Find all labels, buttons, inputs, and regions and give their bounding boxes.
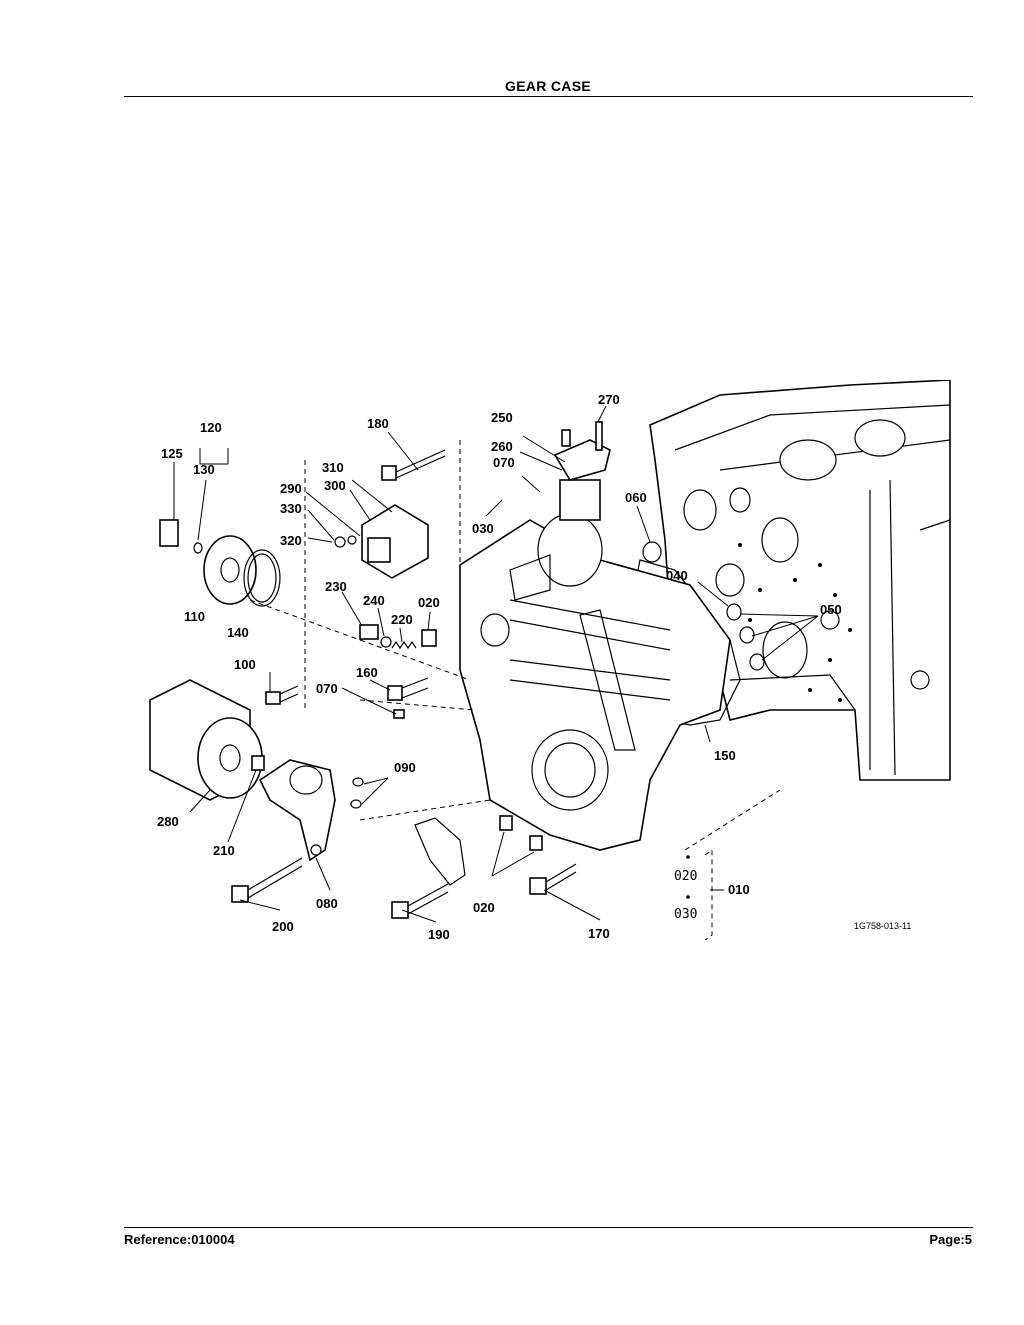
bracket-outline xyxy=(414,817,466,886)
callout-020-top: 020 xyxy=(418,595,440,610)
filter-bracket-080 xyxy=(258,759,364,862)
drawing-code: 1G758-013-11 xyxy=(854,921,911,931)
part-230 xyxy=(359,624,379,640)
exploded-parts-diagram: 270 250 260 070 060 120 125 130 180 310 … xyxy=(149,380,951,942)
callout-125: 125 xyxy=(161,446,183,461)
page-number: Page:5 xyxy=(929,1232,972,1247)
ball-240 xyxy=(380,636,392,648)
callout-170: 170 xyxy=(588,926,610,941)
callout-060: 060 xyxy=(625,490,647,505)
callout-080: 080 xyxy=(316,896,338,911)
callout-160: 160 xyxy=(356,665,378,680)
bolt-100 xyxy=(265,691,281,705)
bolt-180 xyxy=(381,449,446,481)
page-title: GEAR CASE xyxy=(505,78,591,94)
callout-040: 040 xyxy=(666,568,688,583)
plug-020-b xyxy=(529,835,543,851)
oil-filter-280 xyxy=(149,679,265,801)
callout-330: 330 xyxy=(280,501,302,516)
callout-140: 140 xyxy=(227,625,249,640)
callout-290: 290 xyxy=(280,481,302,496)
header-rule xyxy=(124,96,973,97)
callout-260: 260 xyxy=(491,439,513,454)
cover-110 xyxy=(159,519,281,607)
callout-070-mid: 070 xyxy=(316,681,338,696)
bolt-200 xyxy=(231,857,303,903)
callout-320: 320 xyxy=(280,533,302,548)
callout-210: 210 xyxy=(213,843,235,858)
callout-190: 190 xyxy=(428,927,450,942)
callout-110: 110 xyxy=(184,609,205,624)
callout-120: 120 xyxy=(200,420,222,435)
bolt-160 xyxy=(387,685,403,701)
callout-310: 310 xyxy=(322,460,344,475)
callout-200: 200 xyxy=(272,919,294,934)
callout-010: 010 xyxy=(728,882,750,897)
cover-plate-250 xyxy=(553,421,611,481)
callout-070-top: 070 xyxy=(493,455,515,470)
o-ring-050-c xyxy=(749,653,765,671)
group-item-030: 030 xyxy=(674,907,697,922)
plug-020-a xyxy=(499,815,513,831)
plug-020-top xyxy=(421,629,437,647)
callout-180: 180 xyxy=(367,416,389,431)
callout-220: 220 xyxy=(391,612,413,627)
spring-220 xyxy=(391,640,417,650)
pin-070 xyxy=(393,709,405,719)
leader-lines xyxy=(173,405,819,941)
callout-130: 130 xyxy=(193,462,215,477)
callout-240: 240 xyxy=(363,593,385,608)
o-ring-060 xyxy=(642,541,662,563)
callout-150: 150 xyxy=(714,748,736,763)
callout-020-bottom: 020 xyxy=(473,900,495,915)
callout-230: 230 xyxy=(325,579,347,594)
callout-100: 100 xyxy=(234,657,256,672)
callout-050: 050 xyxy=(820,602,842,617)
o-ring-050-a xyxy=(726,603,742,621)
footer-rule xyxy=(124,1227,973,1228)
callout-250: 250 xyxy=(491,410,513,425)
cover-300 xyxy=(334,504,429,579)
callout-270: 270 xyxy=(598,392,620,407)
callout-300: 300 xyxy=(324,478,346,493)
gear-case-body xyxy=(459,479,731,851)
reference-label: Reference:010004 xyxy=(124,1232,235,1247)
callout-280: 280 xyxy=(157,814,179,829)
bolt-190 xyxy=(391,883,449,919)
bolt-170 xyxy=(529,863,577,895)
callout-labels: 270 250 260 070 060 120 125 130 180 310 … xyxy=(157,392,911,942)
group-item-020: 020 xyxy=(674,869,697,884)
callout-090: 090 xyxy=(394,760,416,775)
callout-030-top: 030 xyxy=(472,521,494,536)
